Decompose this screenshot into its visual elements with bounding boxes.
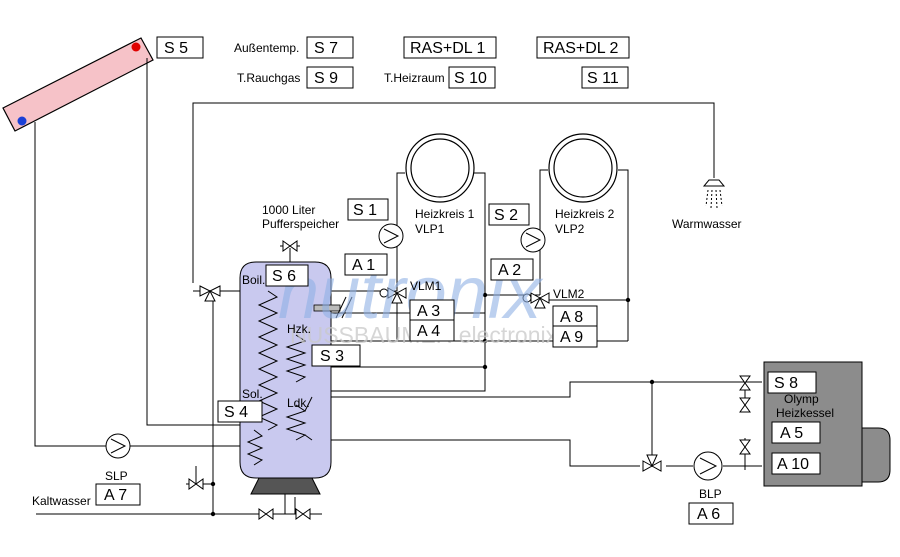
- mixing-valve-vlm2-icon: [522, 292, 550, 309]
- output-a7-label: A 7: [104, 487, 127, 504]
- radiator-heizkreis-1: [405, 133, 475, 203]
- sensor-s10-label: S 10: [454, 70, 487, 87]
- kaltwasser-label: Kaltwasser: [32, 494, 91, 508]
- boil-label: Boil.: [242, 273, 265, 287]
- olymp-label: Olymp: [784, 392, 819, 406]
- warmwasser-label: Warmwasser: [672, 217, 742, 231]
- output-a2-label: A 2: [498, 262, 521, 279]
- cold-sensor-dot: [17, 116, 27, 126]
- sensor-s5-label: S 5: [164, 40, 188, 57]
- sensor-s11-label: S 11: [587, 70, 619, 87]
- output-a8-label: A 8: [560, 309, 583, 326]
- sensor-s3-label: S 3: [320, 348, 344, 365]
- sensor-s4-label: S 4: [224, 404, 248, 421]
- pump-vlp1-icon: [378, 223, 404, 249]
- pipe-junctions: [210, 292, 655, 517]
- radiator-heizkreis-2: [548, 133, 618, 203]
- pump-vlp2-icon: [520, 227, 546, 253]
- label-boxes: [95, 36, 821, 525]
- puffer-label-line2: Pufferspeicher: [262, 217, 339, 231]
- ldk-label: Ldk.: [287, 396, 310, 410]
- vlm2-label: VLM2: [553, 287, 585, 301]
- output-a5-label: A 5: [780, 425, 803, 442]
- remote-ras1-label: RAS+DL 1: [410, 40, 486, 57]
- output-a1-label: A 1: [352, 257, 375, 274]
- vlm1-label: VLM1: [410, 279, 442, 293]
- heizraum-label: T.Heizraum: [384, 71, 445, 85]
- rauchgas-label: T.Rauchgas: [237, 71, 300, 85]
- output-a3-label: A 3: [417, 303, 440, 320]
- vlp2-label: VLP2: [555, 222, 585, 236]
- output-a6-label: A 6: [697, 506, 720, 523]
- puffer-label-line1: 1000 Liter: [262, 203, 315, 217]
- warmwater-valve-icon: [199, 285, 221, 302]
- sensor-s2-label: S 2: [494, 207, 518, 224]
- sensor-s7-label: S 7: [314, 40, 338, 57]
- aussentemp-label: Außentemp.: [234, 41, 299, 55]
- heizkreis1-label: Heizkreis 1: [415, 207, 475, 221]
- remote-ras2-label: RAS+DL 2: [543, 40, 619, 57]
- warmwater-tap-icon: [702, 179, 726, 209]
- blp-label: BLP: [699, 487, 722, 501]
- heizkessel-label: Heizkessel: [776, 406, 834, 420]
- output-a9-label: A 9: [560, 329, 583, 346]
- slp-label: SLP: [105, 469, 128, 483]
- sol-label: Sol.: [242, 387, 263, 401]
- mixing-valve-vlm1-icon: [379, 287, 407, 304]
- pump-slp-icon: [105, 433, 131, 459]
- sensor-s9-label: S 9: [314, 70, 338, 87]
- hot-sensor-dot: [131, 42, 141, 52]
- sensor-s8-label: S 8: [774, 375, 798, 392]
- output-a4-label: A 4: [417, 323, 440, 340]
- pump-blp-icon: [693, 451, 723, 481]
- buffer-tank: [239, 261, 332, 495]
- boiler-valve-icon: [642, 454, 662, 472]
- output-a10-label: A 10: [777, 456, 809, 473]
- solar-collector: [2, 37, 154, 132]
- hzk-label: Hzk.: [287, 322, 311, 336]
- sensor-s1-label: S 1: [353, 202, 377, 219]
- flue-sensor-probe: [313, 296, 353, 319]
- sensor-s6-label: S 6: [272, 268, 296, 285]
- shutoff-valves-icon: [188, 240, 751, 520]
- vlp1-label: VLP1: [415, 222, 445, 236]
- heizkreis2-label: Heizkreis 2: [555, 207, 615, 221]
